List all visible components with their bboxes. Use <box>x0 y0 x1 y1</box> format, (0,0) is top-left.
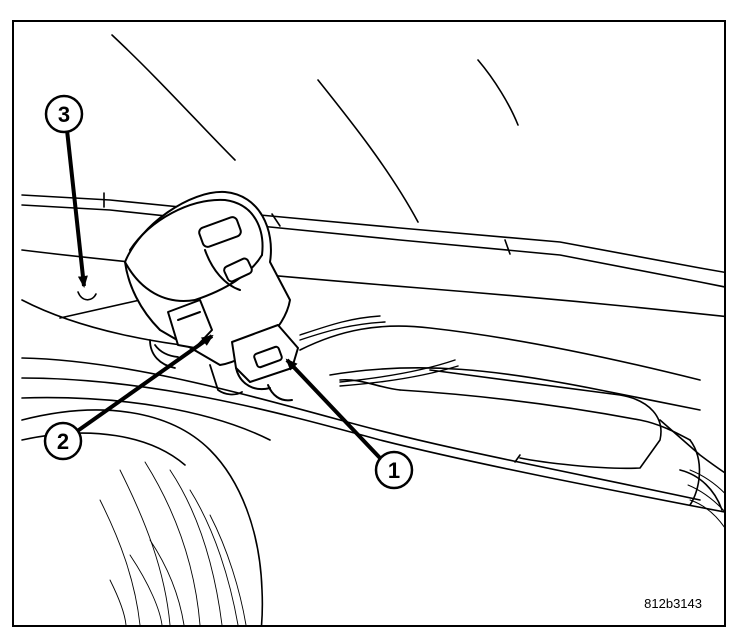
leader-line-1 <box>285 358 382 460</box>
callout-2: 2 <box>43 421 83 461</box>
mounting-hole <box>77 291 97 301</box>
figure-code: 812b3143 <box>644 596 702 611</box>
leader-lines <box>65 129 382 460</box>
callout-3-label: 3 <box>58 102 70 127</box>
callout-1: 1 <box>374 450 414 490</box>
electrical-connector <box>231 324 299 402</box>
callout-2-label: 2 <box>57 429 69 454</box>
cowl-panel <box>21 192 725 351</box>
dash-panel <box>299 325 725 511</box>
callout-3: 3 <box>44 94 84 134</box>
right-lower-pad <box>687 469 725 529</box>
leader-line-3 <box>65 129 88 288</box>
callout-1-label: 1 <box>388 458 400 483</box>
leader-line-2 <box>74 334 214 434</box>
wire-harness <box>299 315 459 387</box>
steering-column-shroud <box>21 409 264 626</box>
windshield-reflection-lines <box>111 34 519 223</box>
switch-assembly <box>124 190 291 366</box>
